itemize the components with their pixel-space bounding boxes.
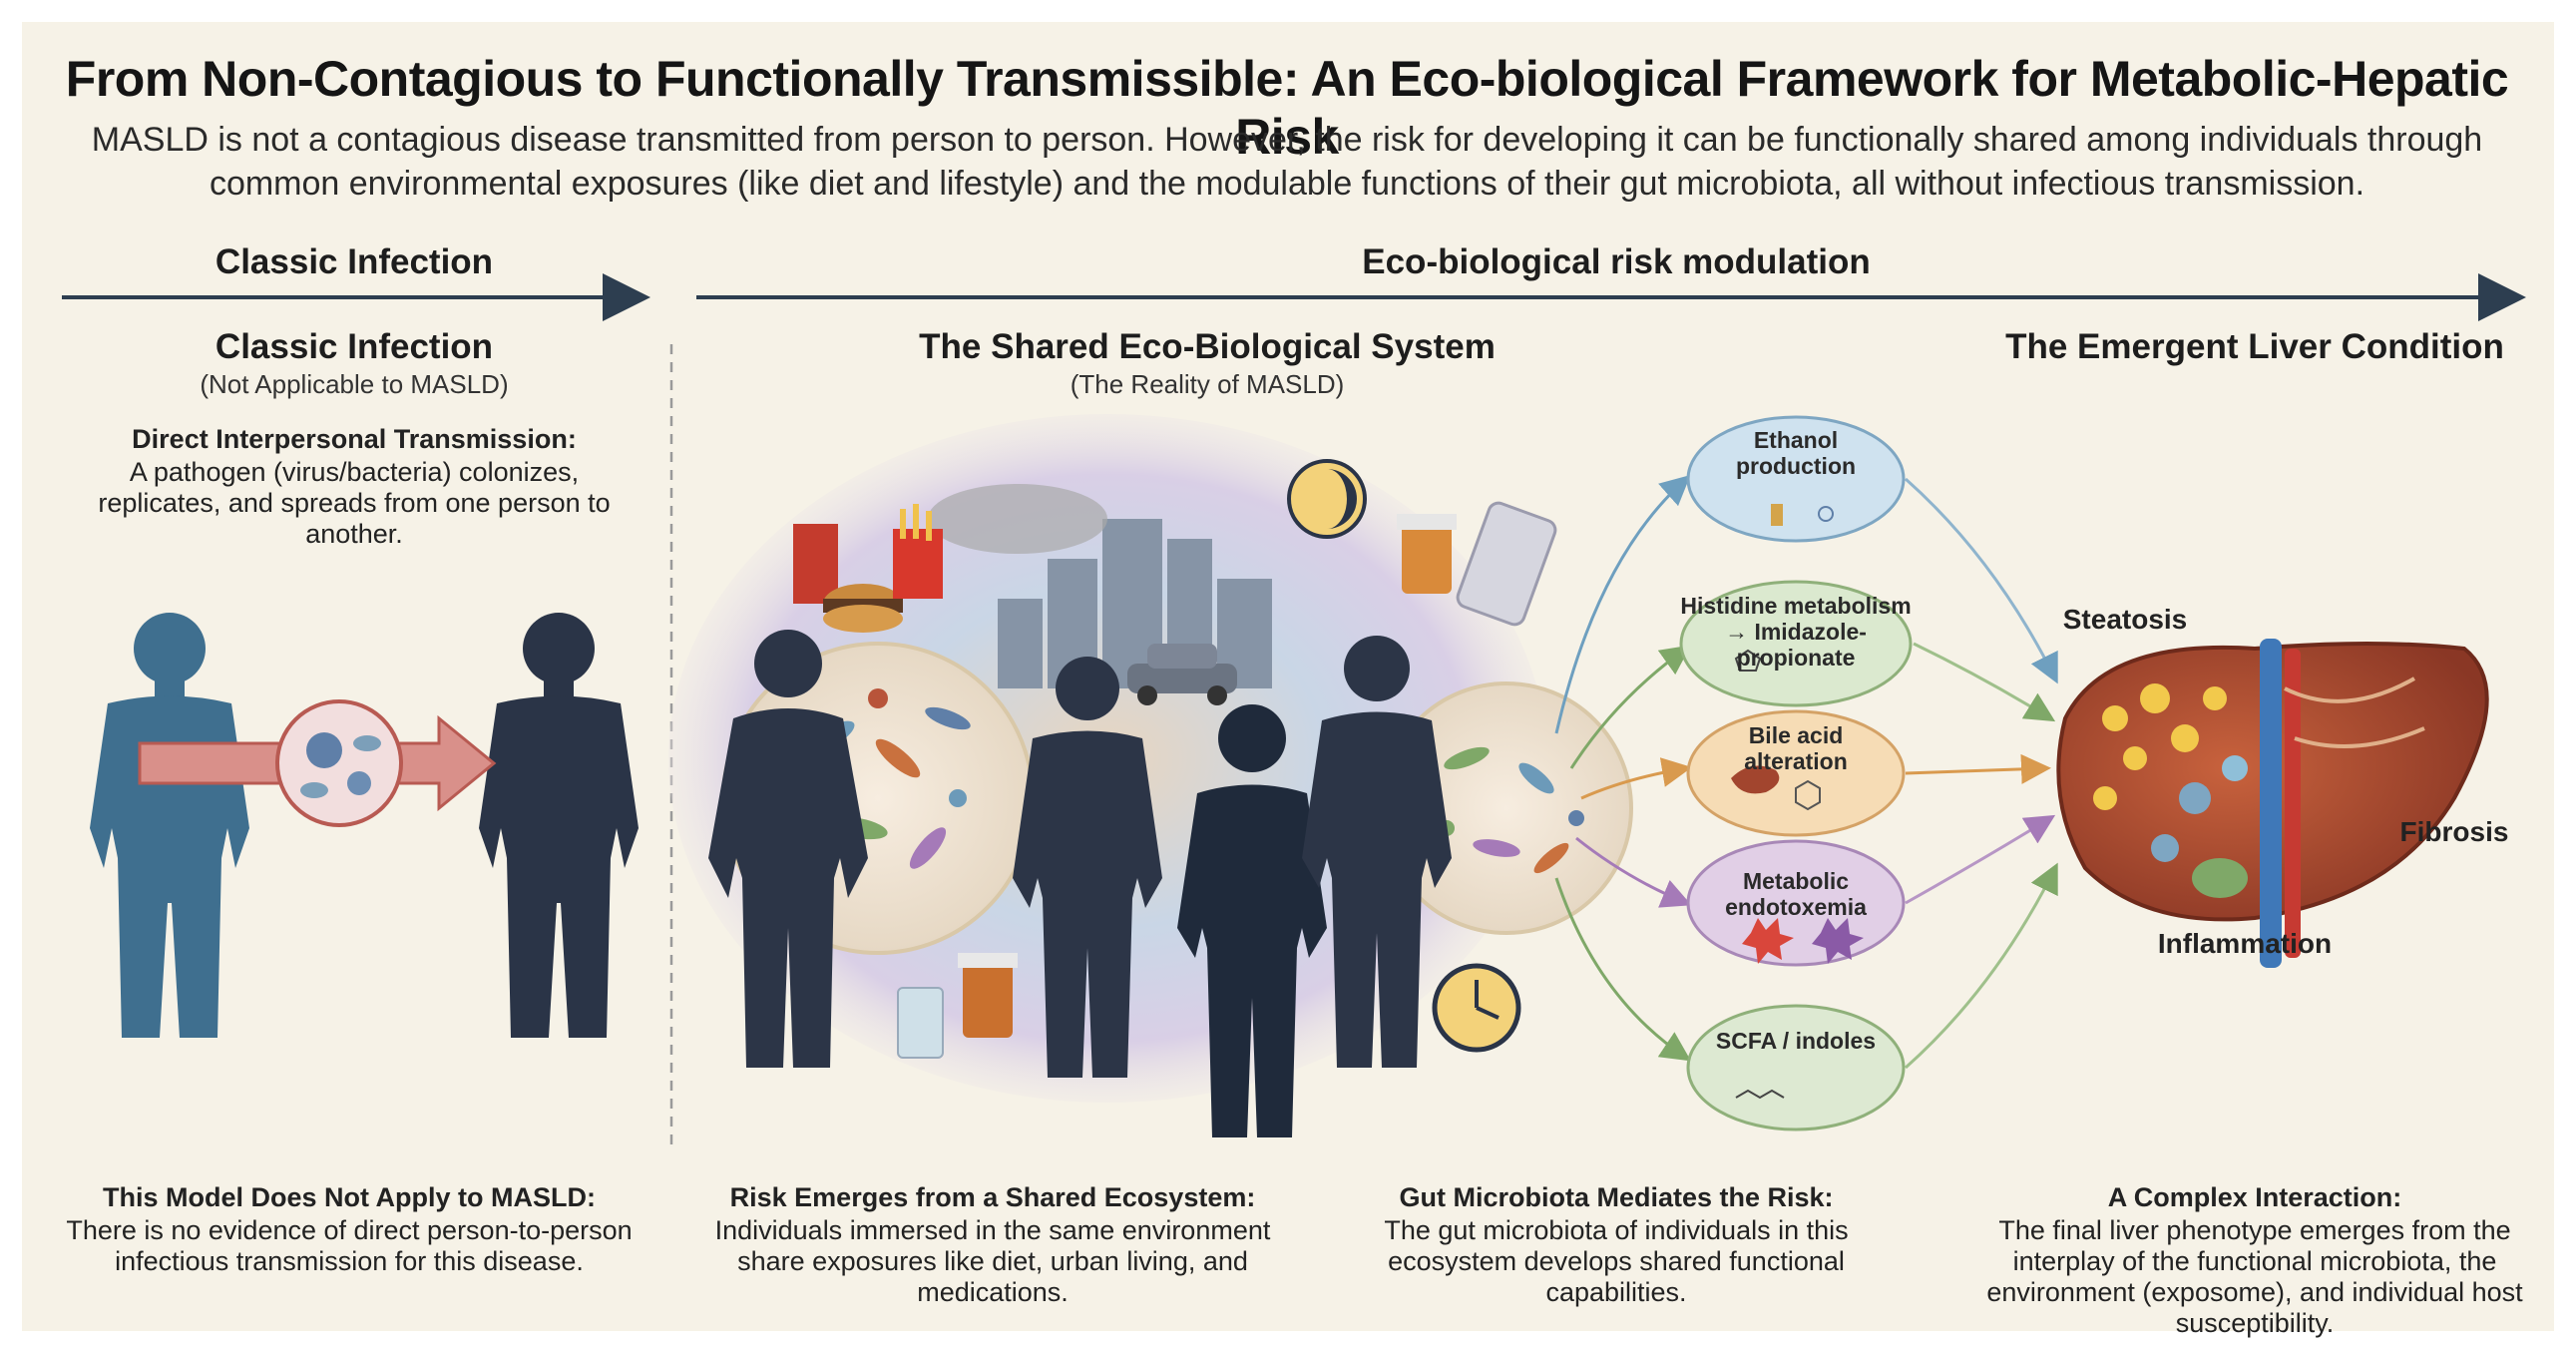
right-caption-body: The final liver phenotype emerges from t… <box>1986 1215 2523 1338</box>
fast-food-icon <box>793 504 943 633</box>
mediators-caption-title: Gut Microbiota Mediates the Risk: <box>1399 1182 1834 1212</box>
arrow-to-bile <box>1580 757 1692 800</box>
arrow-to-ethanol <box>1554 475 1691 734</box>
mediator-circle-scfa <box>1686 1004 1906 1131</box>
page-title: From Non-Contagious to Functionally Tran… <box>65 51 2509 165</box>
smog-cloud-icon <box>928 484 1107 554</box>
arrow-bile-to-liver <box>1905 753 2051 784</box>
mediator-endotoxemia-label-1: Metabolic <box>1742 868 1850 894</box>
left-subheading: (Not Applicable to MASLD) <box>200 369 509 399</box>
label-steatosis: Steatosis <box>2062 604 2188 635</box>
middle-caption-title: Risk Emerges from a Shared Ecosystem: <box>729 1182 1256 1212</box>
steroid-structure-icon <box>1795 779 1821 811</box>
mediator-bile-label-2: alteration <box>1744 748 1848 774</box>
arrow-ethanol-to-liver <box>1905 477 2058 684</box>
medication-icon <box>1397 501 1557 627</box>
label-inflammation: Inflammation <box>2157 928 2333 959</box>
city-skyline-icon <box>998 519 1272 688</box>
left-heading: Classic Infection <box>215 327 494 366</box>
middle-heading: The Shared Eco-Biological System <box>919 327 1496 366</box>
middle-caption-body: Individuals immersed in the same environ… <box>714 1215 1271 1307</box>
section-label-classic-infection: Classic Infection <box>215 242 494 281</box>
mediator-bile-label-1: Bile acid <box>1748 722 1844 748</box>
left-caption-body: There is no evidence of direct person-to… <box>66 1215 633 1276</box>
person-silhouette-3 <box>1177 704 1327 1137</box>
mediator-scfa-label: SCFA / indoles <box>1715 1028 1877 1054</box>
person-silhouette-1 <box>708 630 868 1068</box>
left-desc-title: Direct Interpersonal Transmission: <box>132 424 577 454</box>
mediators-caption-body: The gut microbiota of individuals in thi… <box>1384 1215 1849 1307</box>
endotoxin-burst-icon-2 <box>1812 918 1864 964</box>
page-subtitle: MASLD is not a contagious disease transm… <box>91 121 2483 203</box>
mediator-circle-ethanol <box>1686 415 1906 543</box>
person-silhouette-4 <box>1302 636 1452 1068</box>
arrow-to-histidine <box>1569 645 1691 769</box>
pills-bottle-icon <box>897 953 1018 1059</box>
clock-icon <box>1432 963 1521 1053</box>
molecule-icon <box>1818 506 1834 522</box>
left-desc-body: A pathogen (virus/bacteria) colonizes, r… <box>98 457 611 549</box>
clock-moon-icon <box>1287 459 1367 539</box>
liver-illustration <box>2056 639 2489 968</box>
section-label-eco-biological: Eco-biological risk modulation <box>1362 242 1871 281</box>
mediator-histidine-label-2: → Imidazole-propionate <box>1725 619 1867 671</box>
arrow-scfa-to-liver <box>1905 862 2058 1070</box>
scfa-structure-icon <box>1735 1089 1785 1100</box>
arrow-endotoxemia-to-liver <box>1905 814 2056 905</box>
left-caption-title: This Model Does Not Apply to MASLD: <box>103 1182 596 1212</box>
arrow-to-scfa <box>1554 877 1691 1062</box>
person-silhouette-2 <box>1013 657 1162 1078</box>
right-caption-title: A Complex Interaction: <box>2107 1182 2402 1212</box>
middle-subheading: (The Reality of MASLD) <box>1070 369 1345 399</box>
label-fibrosis: Fibrosis <box>2399 816 2509 847</box>
bottle-icon <box>1771 504 1783 526</box>
car-icon <box>1127 644 1237 705</box>
arrow-to-endotoxemia <box>1575 836 1692 908</box>
mediator-circle-bile <box>1686 709 1906 837</box>
small-liver-icon <box>1731 765 1780 794</box>
imidazole-structure-icon <box>1734 649 1762 672</box>
arrow-histidine-to-liver <box>1913 642 2056 722</box>
endotoxin-burst-icon <box>1742 918 1794 964</box>
pathogen-circle-icon <box>275 699 403 827</box>
person-left-icon <box>90 613 249 1038</box>
mediator-ethanol-label-2: production <box>1735 453 1857 479</box>
mediator-histidine-label-1: Histidine metabolism <box>1680 593 1912 619</box>
person-right-icon <box>479 613 639 1038</box>
mediator-circle-histidine <box>1679 580 1913 707</box>
right-heading: The Emergent Liver Condition <box>2005 327 2504 366</box>
mediator-ethanol-label-1: Ethanol <box>1753 427 1839 453</box>
mediator-endotoxemia-label-2: endotoxemia <box>1725 894 1867 920</box>
